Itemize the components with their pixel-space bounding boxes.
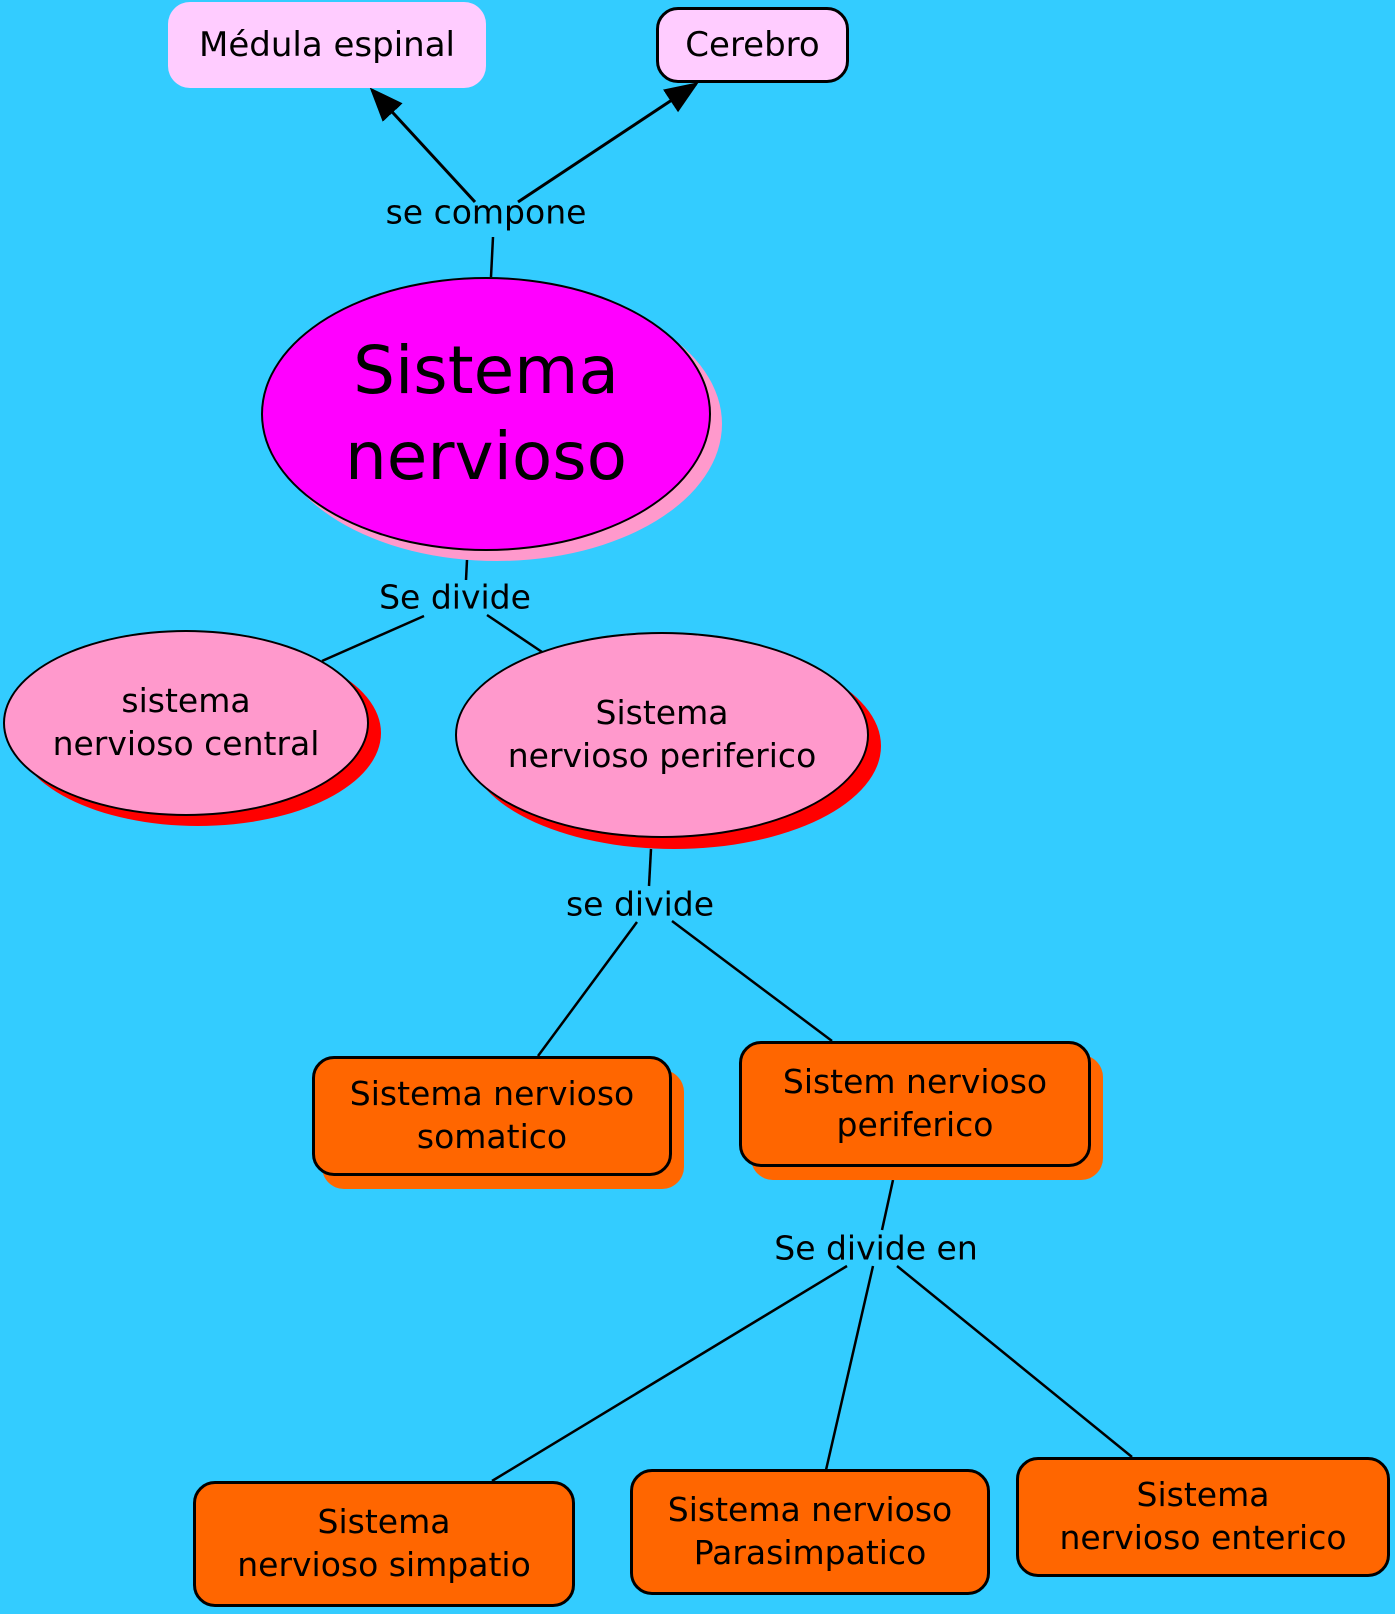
link-periferico-to-divide: [647, 848, 653, 887]
link-divide-en-to-enterico: [896, 1265, 1133, 1458]
link-divide-en-to-simpatico: [491, 1264, 848, 1483]
node-cerebro-label: Cerebro: [685, 24, 820, 65]
link-root-to-compone: [489, 236, 495, 278]
link-root-to-divide: [464, 559, 469, 581]
link-divide-en-to-parasimpatico: [824, 1265, 875, 1471]
node-sistema-nervioso-enterico[interactable]: Sistema nervioso enterico: [1016, 1457, 1390, 1577]
link-label-se-compone: se compone: [385, 192, 587, 232]
node-sistema-nervioso[interactable]: Sistema nervioso: [261, 277, 711, 551]
node-parasimpatico-label: Sistema nervioso Parasimpatico: [667, 1490, 953, 1572]
node-cerebro[interactable]: Cerebro: [656, 7, 849, 83]
node-medula-espinal[interactable]: Médula espinal: [168, 2, 486, 88]
node-medula-espinal-label: Médula espinal: [199, 24, 455, 65]
node-simpatico-label: Sistema nervioso simpatio: [237, 1502, 531, 1584]
link-divide-to-central: [321, 614, 425, 663]
arrow-to-cerebro: [517, 82, 699, 204]
arrow-to-medula: [369, 87, 477, 204]
link-label-se-divide-en: Se divide en: [774, 1228, 978, 1268]
link-label-se-divide: Se divide: [379, 577, 531, 617]
node-sistema-nervioso-parasimpatico[interactable]: Sistema nervioso Parasimpatico: [630, 1469, 990, 1595]
node-sistema-nervioso-somatico[interactable]: Sistema nervioso somatico: [312, 1056, 672, 1176]
link-divide-to-somatico: [536, 921, 639, 1057]
link-label-se-divide-2: se divide: [565, 884, 715, 924]
node-somatico-label: Sistema nervioso somatico: [349, 1074, 635, 1156]
node-sistema-nervioso-central[interactable]: sistema nervioso central: [3, 630, 369, 816]
link-periferico2-to-divide-en: [880, 1179, 895, 1231]
node-periferico2-label: Sistem nervioso periferico: [782, 1062, 1048, 1144]
node-sistema-nervioso-periferico[interactable]: Sistema nervioso periferico: [455, 632, 869, 838]
node-sistema-nervioso-label: Sistema nervioso: [344, 332, 628, 495]
node-sistem-nervioso-periferico[interactable]: Sistem nervioso periferico: [739, 1041, 1091, 1167]
link-divide-to-periferico2: [671, 920, 833, 1042]
link-divide-to-periferico: [486, 613, 543, 654]
node-periferico-label: Sistema nervioso periferico: [507, 693, 817, 775]
node-central-label: sistema nervioso central: [52, 681, 320, 763]
node-sistema-nervioso-simpatico[interactable]: Sistema nervioso simpatio: [193, 1481, 575, 1607]
node-enterico-label: Sistema nervioso enterico: [1059, 1475, 1347, 1557]
